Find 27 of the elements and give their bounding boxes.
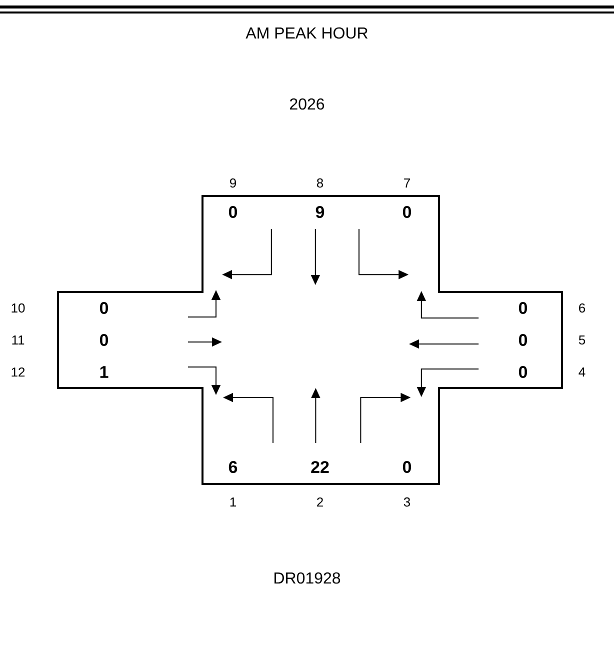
volume-number: 0: [100, 302, 108, 314]
movement-number: 8: [316, 178, 324, 188]
movement-number: 12: [12, 367, 25, 377]
movement-number: 5: [578, 335, 586, 345]
volume-number: 0: [518, 334, 528, 346]
volume-number: 0: [100, 334, 108, 346]
volume-number: 0: [402, 206, 412, 218]
volume-number: 9: [316, 206, 324, 218]
volume-number: 0: [518, 366, 528, 378]
movement-number: 1: [230, 498, 236, 506]
movement-number: 2: [317, 497, 323, 507]
volume-number: 0: [518, 302, 528, 314]
volume-number: 0: [228, 206, 238, 218]
movement-number: 4: [578, 368, 586, 376]
volume-number: 22: [311, 461, 329, 473]
movement-number: 9: [230, 178, 236, 188]
movement-number: 7: [404, 178, 410, 188]
movement-number: 10: [12, 303, 25, 313]
movement-number: 6: [579, 303, 586, 313]
volume-number: 1: [100, 366, 108, 378]
volume-number: 0: [402, 460, 412, 474]
title: AM PEAK HOUR: [246, 27, 368, 39]
movement-number: 11: [12, 336, 24, 344]
movement-number: 3: [404, 497, 410, 507]
volume-number: 6: [228, 460, 238, 474]
drawing-id: DR01928: [274, 572, 340, 584]
year-label: 2026: [290, 98, 324, 110]
